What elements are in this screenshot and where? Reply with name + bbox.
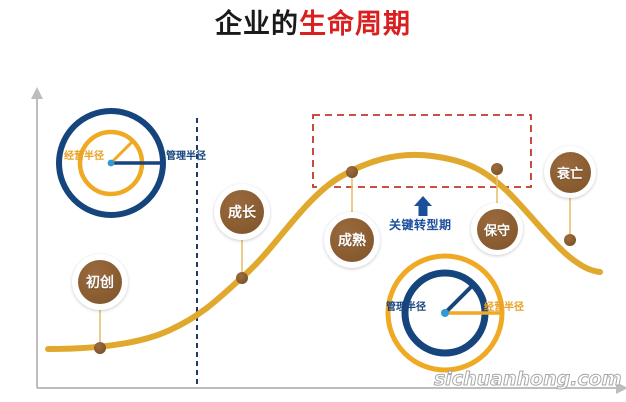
stage-label-startup: 初创 <box>78 260 122 304</box>
lifecycle-curve <box>45 151 603 352</box>
right-inner-ring-label: 管理半径 <box>386 302 426 313</box>
stage-node-startup[interactable]: 初创 <box>72 254 128 310</box>
page-title: 企业的生命周期 <box>0 8 626 42</box>
stage-label-maturity: 成熟 <box>330 218 374 262</box>
right-management-radius-line <box>443 283 475 315</box>
watermark: sichuanhong.com <box>434 368 623 391</box>
right-center-hub <box>441 309 449 317</box>
transition-period-label: 关键转型期 <box>389 218 452 232</box>
left-operating-radius-line <box>109 139 135 165</box>
stage-label-decline: 衰亡 <box>549 151 591 193</box>
left-center-hub <box>107 159 115 167</box>
right-outer-ring-label: 经营半径 <box>484 302 524 313</box>
stage-label-growth: 成长 <box>220 190 264 234</box>
stage-node-conservative[interactable]: 保守 <box>471 203 523 255</box>
transition-highlight-box <box>312 114 532 188</box>
stage-node-growth[interactable]: 成长 <box>214 184 270 240</box>
up-arrow-icon <box>414 196 432 216</box>
stage-node-maturity[interactable]: 成熟 <box>324 212 380 268</box>
curve-point-markers <box>94 163 576 354</box>
stage-node-decline[interactable]: 衰亡 <box>544 146 596 198</box>
left-outer-ring-label: 管理半径 <box>166 151 206 162</box>
page-title-black: 企业的 <box>215 9 299 40</box>
stage-label-conservative: 保守 <box>476 208 518 250</box>
page-title-red: 生命周期 <box>299 9 411 40</box>
left-inner-ring-label: 经营半径 <box>64 151 104 162</box>
